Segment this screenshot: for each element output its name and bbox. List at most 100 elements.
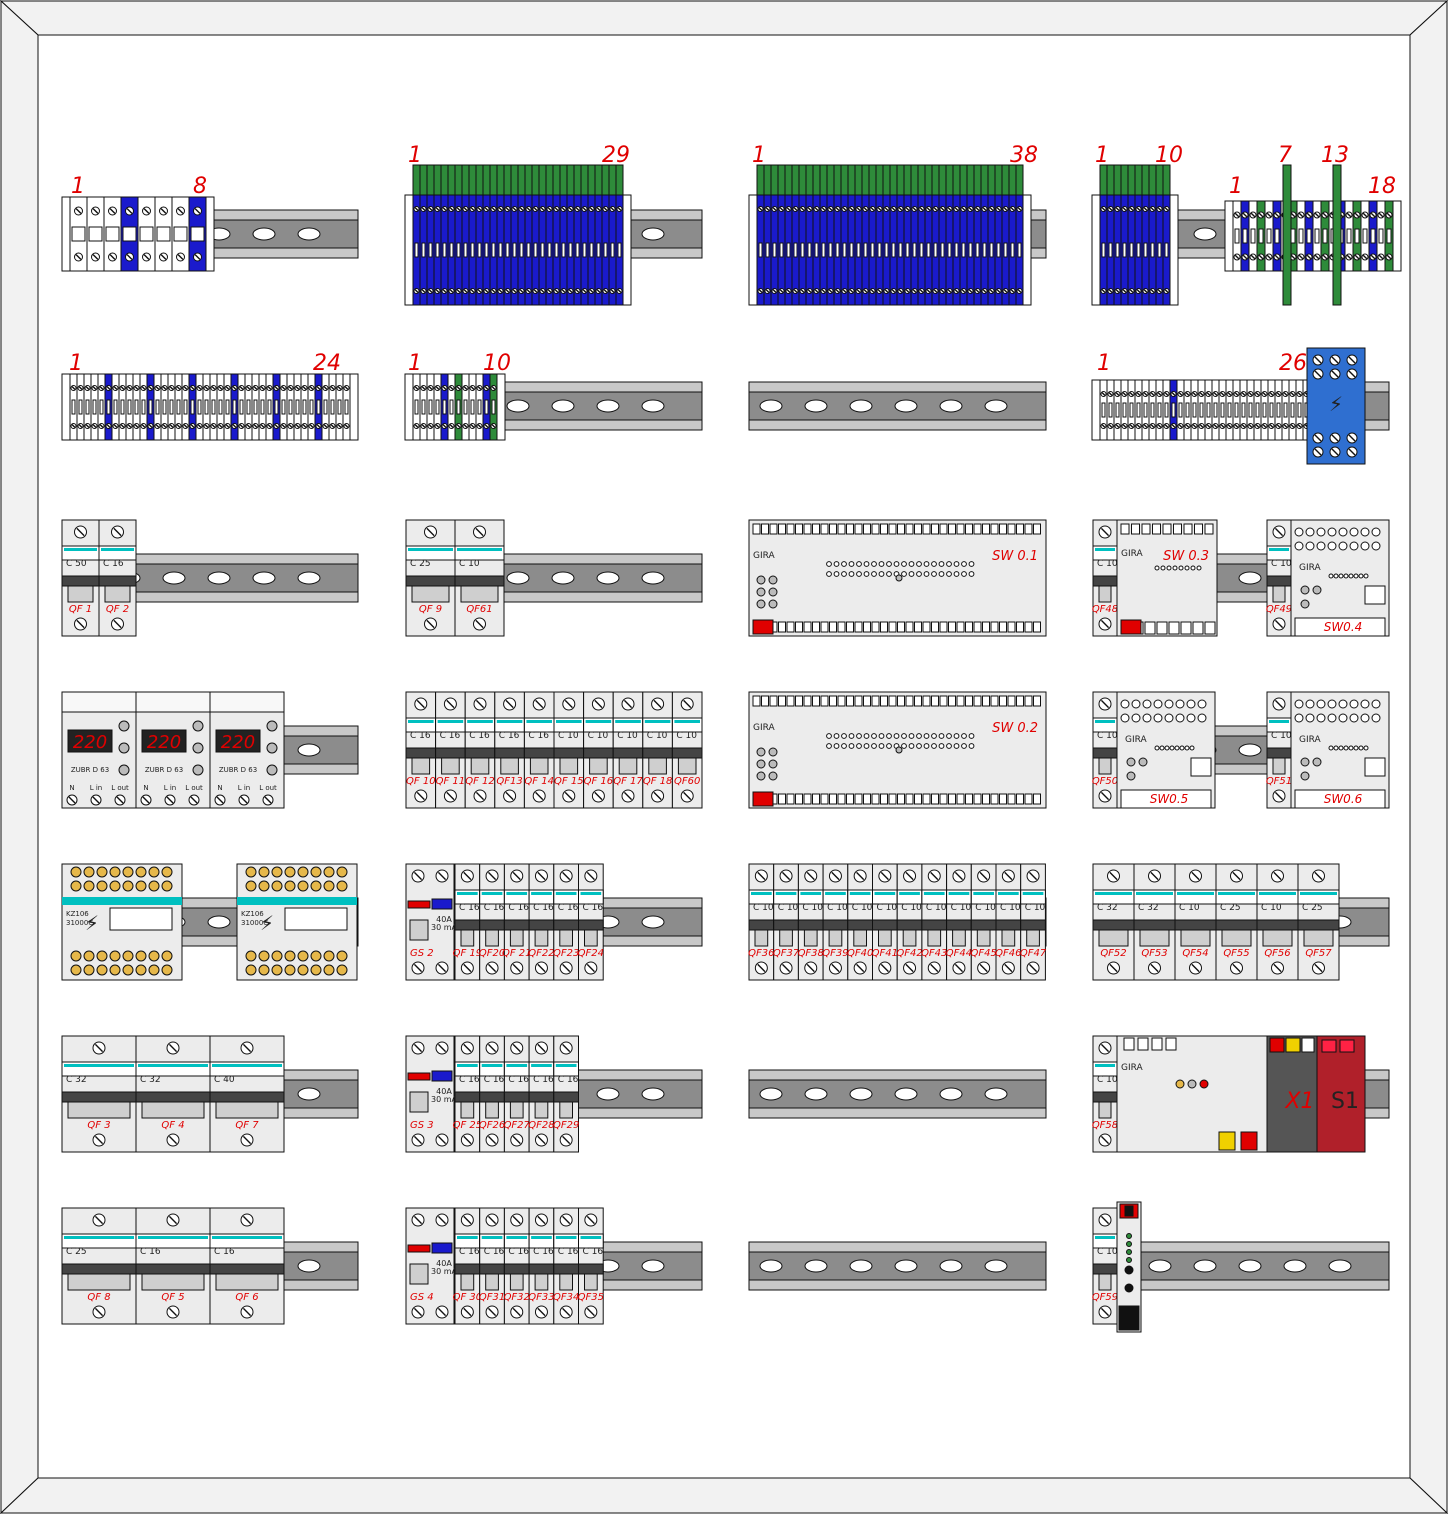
end-plate: [61, 196, 71, 272]
meter-value: 220: [147, 732, 181, 753]
actuator-address: SW 0.2: [992, 721, 1038, 736]
rail-hole: [804, 399, 828, 413]
channel-led: [946, 733, 952, 739]
breaker-toggle: [648, 757, 667, 775]
meter-display: [67, 729, 113, 753]
terminal-marker: [559, 164, 568, 196]
top-terminal: [965, 695, 973, 707]
top-terminal: [1024, 523, 1033, 535]
breaker-rail-slot: [642, 747, 673, 759]
terminal-slot: [1241, 402, 1246, 418]
terminal-marker: [545, 164, 554, 196]
channel-led: [848, 561, 855, 567]
breaker-toggle: [1262, 929, 1293, 947]
rcd-red: [407, 1072, 431, 1081]
breaker-rail-slot: [209, 1263, 285, 1275]
breaker-rail-slot: [822, 919, 849, 931]
terminal-slot: [779, 242, 784, 258]
breaker-toggle: [559, 929, 573, 947]
breaker-rail-slot: [553, 1263, 579, 1275]
end-plate: [349, 373, 359, 441]
psu-screw: [245, 964, 257, 976]
rail-hole: [641, 915, 665, 929]
top-terminal: [880, 695, 888, 707]
breaker-rail-slot: [1092, 1091, 1118, 1103]
meter-terminal-label: N: [69, 784, 74, 792]
breaker-rail-slot: [578, 919, 604, 931]
breaker-toggle: [411, 585, 450, 603]
bottom-terminal: [922, 793, 931, 805]
lightning-icon: ⚡: [1329, 392, 1343, 416]
psu-model-code: 31000C: [66, 919, 93, 927]
breaker-strip: [555, 892, 577, 895]
terminal-marker: [798, 164, 807, 196]
terminal-slot: [800, 242, 805, 258]
bottom-terminal: [1007, 793, 1016, 805]
terminal-block: [61, 196, 215, 272]
terminal-slot: [176, 399, 181, 415]
breaker-strip: [1095, 1236, 1115, 1239]
rail-hole: [1238, 1259, 1262, 1273]
psu-screw: [297, 964, 309, 976]
terminal-block: [404, 373, 506, 441]
channel-led: [923, 743, 930, 749]
terminal-slot: [155, 399, 160, 415]
terminal-slot: [1206, 402, 1211, 418]
breaker-toggle: [441, 757, 460, 775]
terminal-slot: [330, 399, 335, 415]
psu-screw: [109, 950, 121, 962]
breaker-toggle: [1098, 1101, 1112, 1119]
channel-led: [856, 743, 862, 749]
breaker-strip: [948, 892, 970, 895]
breaker-rail-slot: [1092, 747, 1118, 759]
channel-led: [863, 561, 870, 567]
breaker-label: QF 15: [554, 776, 584, 787]
rail-hole: [1193, 1259, 1217, 1273]
terminal-marker: [433, 164, 442, 196]
breaker-toggle: [754, 929, 769, 947]
breaker-label: QF 18: [643, 776, 673, 787]
breaker-rating: C 10: [1271, 559, 1292, 569]
terminal-slot: [139, 226, 154, 242]
breaker-rating: C 16: [459, 903, 480, 913]
terminal-slot: [1185, 402, 1190, 418]
bottom-terminal: [939, 793, 948, 805]
breaker-rail-slot: [61, 1263, 137, 1275]
top-terminal: [820, 695, 829, 707]
top-terminal: [982, 523, 990, 535]
breaker-label: QF 8: [87, 1292, 110, 1303]
channel-led: [968, 571, 975, 577]
terminal-slot: [982, 242, 987, 258]
terminal-slot: [92, 399, 97, 415]
terminal-slot: [239, 399, 244, 415]
breaker-toggle: [67, 585, 94, 603]
terminal-slot: [71, 226, 86, 242]
terminal-slot: [877, 242, 882, 258]
breaker-rating: C 16: [583, 1247, 604, 1257]
terminal-slot: [940, 242, 945, 258]
psu-screw: [284, 880, 296, 892]
breaker-label: QF 14: [524, 776, 554, 787]
terminal-slot: [1129, 402, 1134, 418]
rail-hole: [641, 399, 665, 413]
rcd-red: [407, 1244, 431, 1253]
breaker-strip: [998, 892, 1019, 895]
breaker-label: QF33: [528, 1292, 554, 1303]
terminal-slot: [85, 399, 90, 415]
breaker-toggle: [485, 929, 499, 947]
breaker-label: QF27: [504, 1120, 531, 1131]
terminal-marker: [994, 164, 1003, 196]
breaker-rating: C 16: [499, 731, 520, 741]
psu-screw: [284, 950, 296, 962]
breaker-toggle: [67, 1273, 131, 1291]
meter-terminal-label: N: [217, 784, 222, 792]
breaker-strip: [1269, 720, 1289, 723]
terminal-slot: [442, 242, 447, 258]
terminal-number: 1: [69, 351, 83, 376]
channel-led: [938, 571, 945, 577]
